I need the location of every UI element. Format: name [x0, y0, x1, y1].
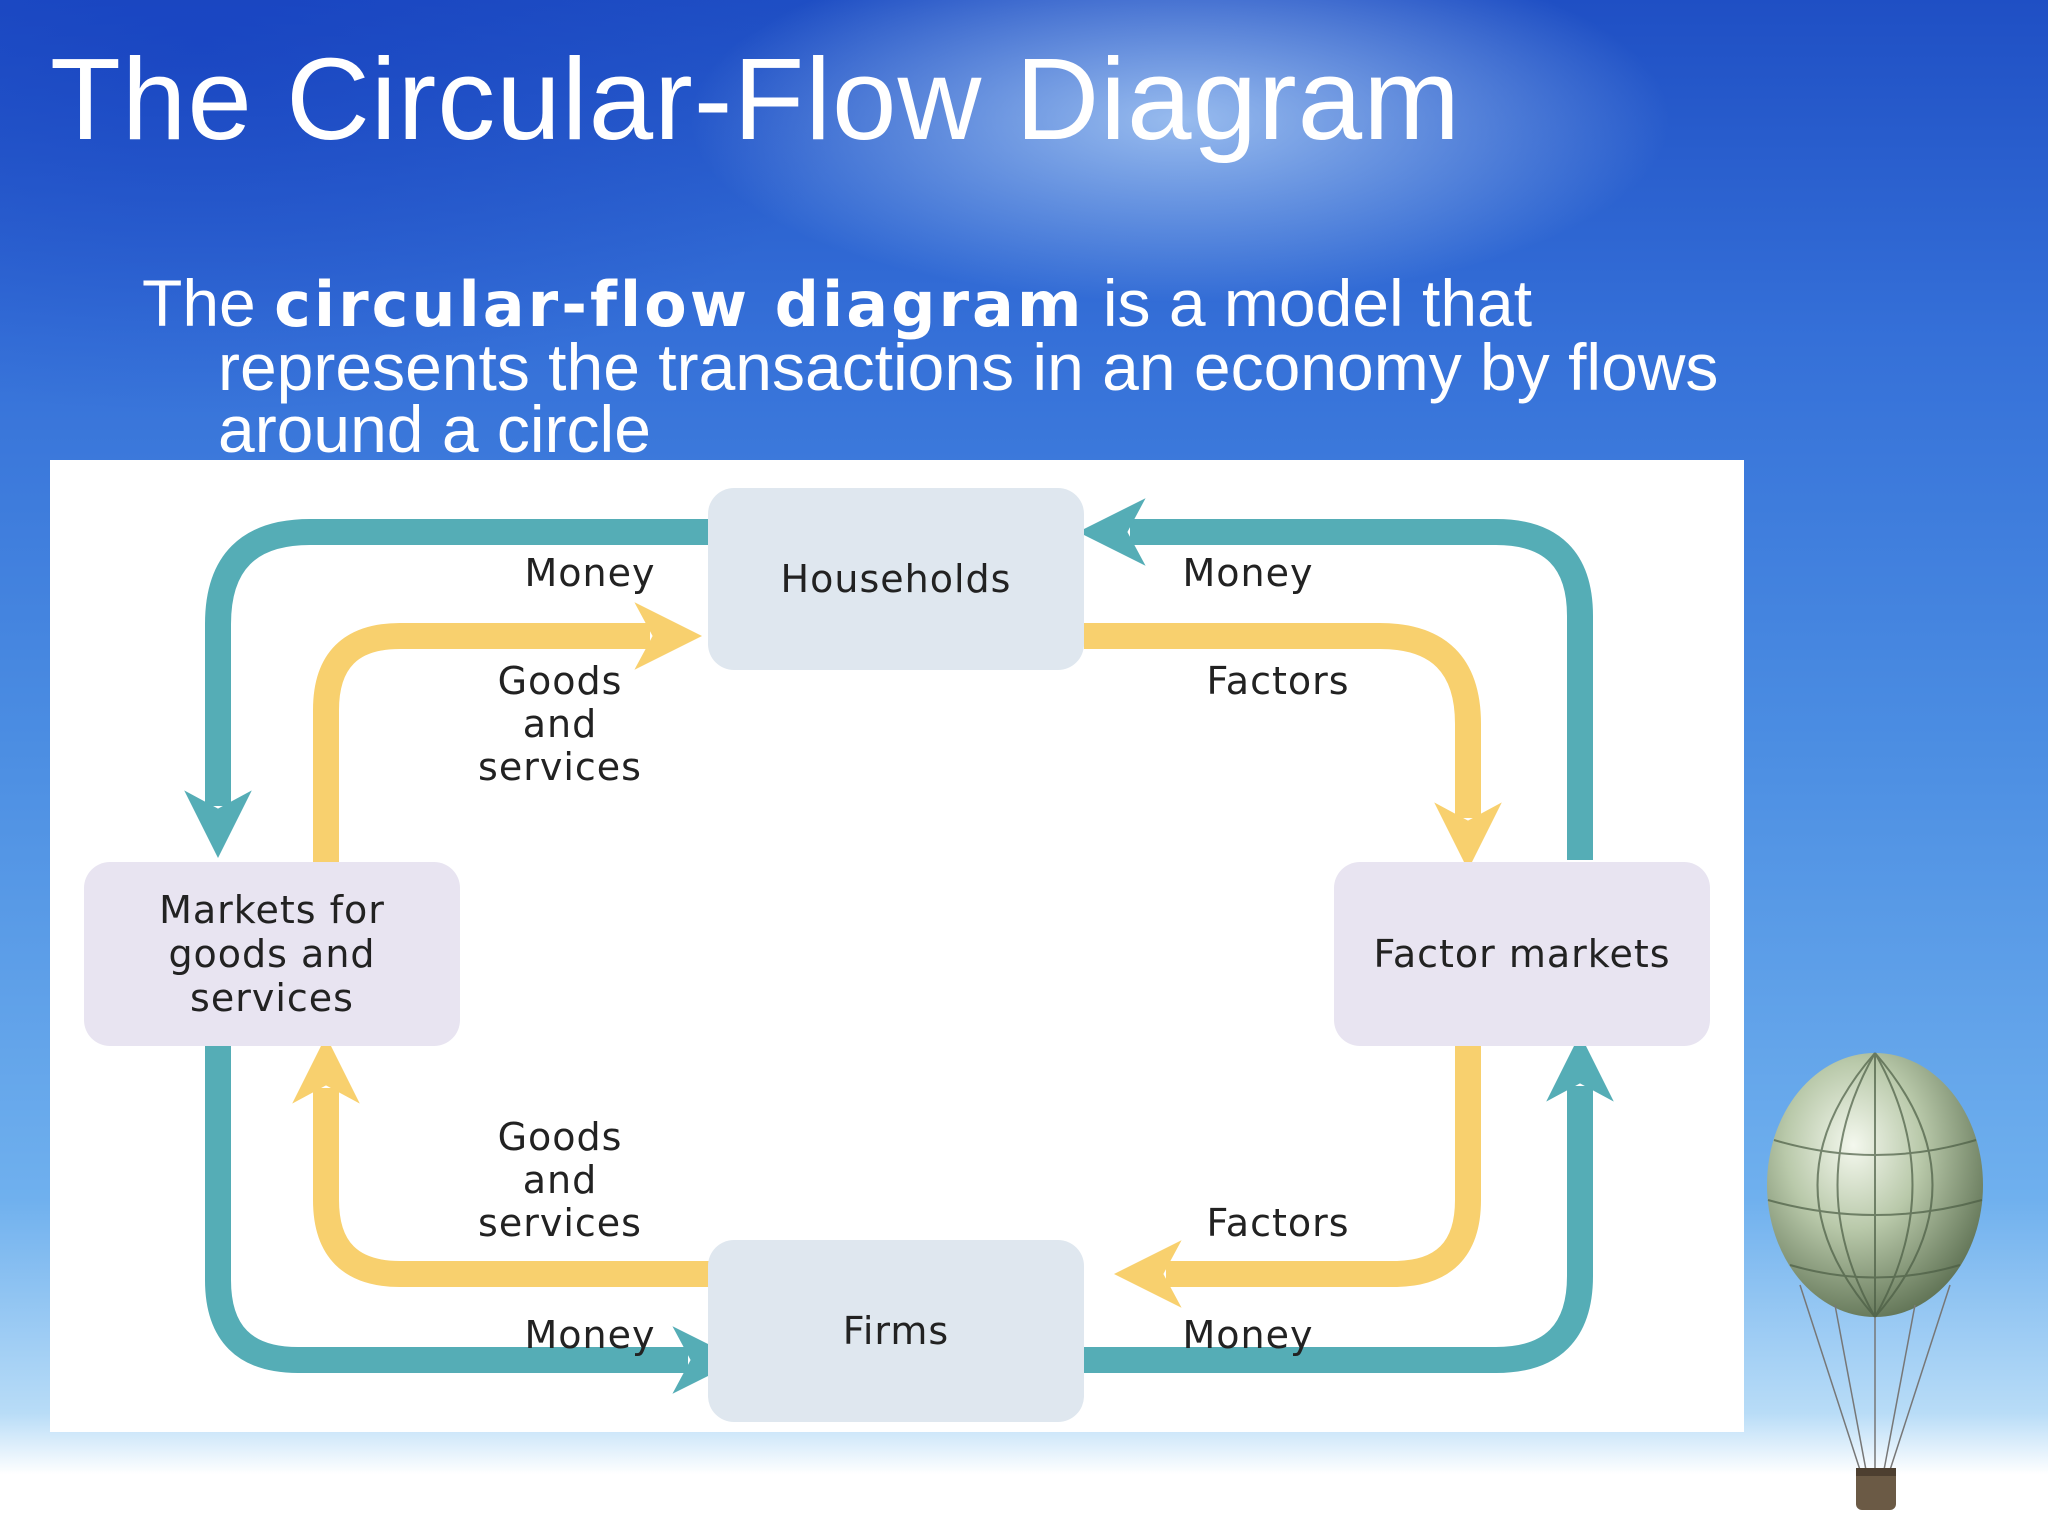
households-node: Households	[708, 488, 1084, 670]
goods-markets-label: Markets for goods and services	[159, 888, 385, 1020]
money-label-bottom-right: Money	[1182, 1313, 1314, 1357]
money-arrow-factor-markets-to-households	[1078, 498, 1593, 860]
households-label: Households	[780, 557, 1012, 601]
definition-rest: is a model that represents the transacti…	[218, 266, 1719, 466]
goods-label-bottom-left: Goods and services	[478, 1115, 642, 1245]
firms-label: Firms	[842, 1309, 950, 1353]
factor-markets-label: Factor markets	[1373, 932, 1671, 976]
slide-title: The Circular-Flow Diagram	[50, 34, 1461, 164]
definition-text: The circular-flow diagram is a model tha…	[142, 270, 1778, 462]
goods-arrow-firms-to-goods-markets	[292, 1036, 710, 1287]
goods-label-top-left: Goods and services	[478, 659, 642, 789]
firms-node: Firms	[708, 1240, 1084, 1422]
factor-markets-node: Factor markets	[1334, 862, 1710, 1046]
factors-arrow-households-to-factor-markets	[1084, 623, 1502, 870]
money-label-top-left: Money	[524, 551, 656, 595]
circular-flow-diagram: Households Firms Markets for goods and s…	[50, 460, 1744, 1432]
goods-markets-node: Markets for goods and services	[84, 862, 460, 1046]
definition-term: circular-flow diagram	[274, 268, 1085, 341]
money-label-top-right: Money	[1182, 551, 1314, 595]
money-label-bottom-left: Money	[524, 1313, 656, 1357]
money-balloon-icon	[1767, 1052, 1983, 1510]
factors-label-top-right: Factors	[1206, 659, 1350, 703]
factors-label-bottom-right: Factors	[1206, 1201, 1350, 1245]
definition-prefix: The	[142, 266, 275, 340]
factors-arrow-factor-markets-to-firms	[1114, 1046, 1481, 1308]
money-arrow-firms-to-factor-markets	[1084, 1034, 1614, 1373]
money-arrow-households-to-goods-markets	[184, 519, 710, 858]
goods-arrow-goods-markets-to-households	[313, 602, 702, 862]
money-arrow-goods-markets-to-firms	[205, 1046, 740, 1394]
flow-arrows	[184, 498, 1614, 1394]
